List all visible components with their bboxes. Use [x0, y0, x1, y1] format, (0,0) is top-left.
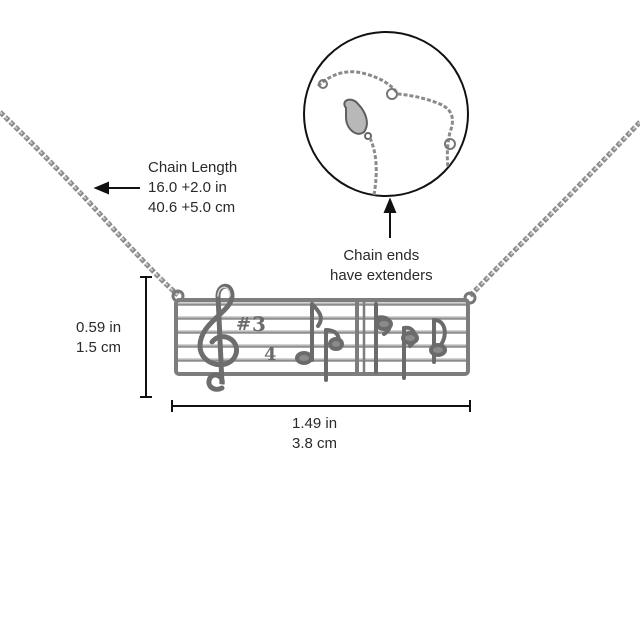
chain-length-imperial: 16.0 +2.0 in — [148, 179, 227, 196]
chain-length-arrow — [93, 181, 140, 195]
note-group-2 — [374, 302, 447, 380]
chain-length-title: Chain Length — [148, 159, 238, 176]
extender-ring-3 — [444, 138, 456, 150]
clasp-detail-inset — [303, 31, 469, 197]
extender-note-line-2: have extenders — [330, 267, 433, 284]
width-dimension — [171, 400, 471, 412]
music-staff-pendant: # 3 4 — [174, 283, 470, 392]
treble-clef — [197, 283, 240, 392]
time-signature-top: 3 — [252, 312, 266, 336]
extender-ring-2 — [386, 88, 398, 100]
time-signature-bottom: 4 — [264, 344, 277, 365]
note-group-1 — [295, 302, 344, 382]
pendant-width-imperial: 1.49 in — [292, 415, 338, 432]
right-chain — [468, 120, 640, 298]
height-dimension — [140, 276, 152, 398]
lobster-clasp — [343, 98, 368, 135]
sharp-sign: # — [236, 314, 251, 335]
chain-length-metric: 40.6 +5.0 cm — [148, 199, 236, 216]
chain-length-label: Chain Length 16.0 +2.0 in 40.6 +5.0 cm — [148, 158, 237, 218]
extender-ring-1 — [318, 79, 328, 89]
pendant-width-metric: 3.8 cm — [292, 435, 338, 452]
extender-note-line-1: Chain ends — [343, 247, 420, 264]
pendant-height-label: 0.59 in 1.5 cm — [76, 318, 121, 358]
pendant-width-label: 1.49 in 3.8 cm — [292, 414, 337, 454]
left-chain — [0, 110, 180, 297]
extender-arrow — [383, 197, 397, 238]
pendant-height-imperial: 0.59 in — [76, 319, 122, 336]
pendant-height-metric: 1.5 cm — [76, 339, 122, 356]
extender-note: Chain ends have extenders — [330, 246, 433, 286]
